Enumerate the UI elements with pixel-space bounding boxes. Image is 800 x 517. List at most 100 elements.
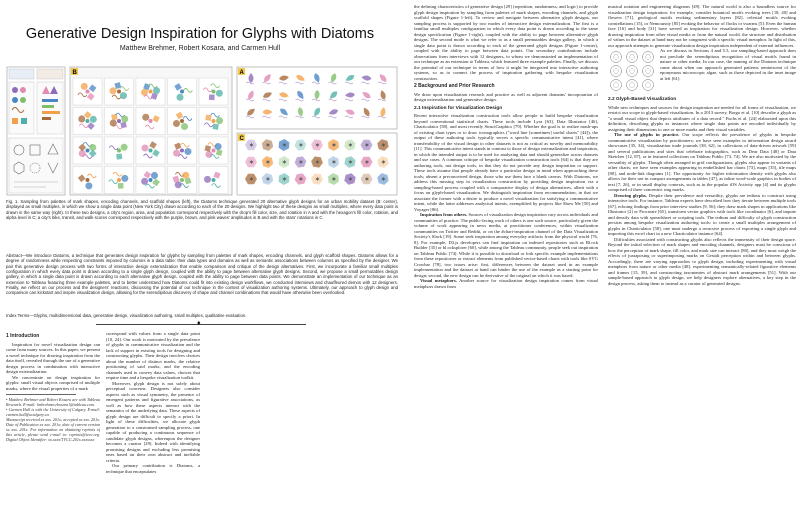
glyph-mark [211, 148, 216, 153]
glyph-mark [183, 88, 193, 93]
paragraph: the defining characteristics of generati… [414, 4, 598, 81]
drop-glyph [362, 92, 371, 99]
footnote: • Matthew Brehmer and Robert Kosara are … [6, 397, 100, 407]
hexagon-glyph [344, 156, 356, 168]
paragraph: correspond with values from a single dat… [106, 331, 200, 380]
wave-mark [344, 81, 354, 85]
glyph-mark [211, 178, 216, 182]
wave-mark [377, 81, 387, 85]
wave-mark [295, 81, 304, 85]
glyph-mark [211, 119, 216, 123]
figure-caption: Fig. 1. Sampling from palettes of mark s… [6, 199, 398, 221]
wave-mark [245, 98, 255, 102]
glyph-mark [180, 142, 190, 148]
glyph-mark [210, 112, 220, 118]
hexagon-glyph [294, 156, 307, 168]
star-mark: ✶ [364, 176, 370, 184]
hexagon-glyph [344, 139, 356, 151]
diatom-shape [610, 65, 622, 77]
column-1: 1 Introduction Inspiration for novel vis… [6, 331, 100, 515]
drop-glyph [345, 92, 355, 98]
paragraph: musical notation and engineering diagram… [608, 4, 796, 48]
paragraph-text: Sources of visualization design inspirat… [414, 212, 598, 278]
glyph-mark [203, 175, 212, 183]
star-mark: ✶ [348, 176, 354, 184]
glyph-mark [213, 171, 221, 179]
glyph-mark [202, 87, 213, 93]
drop-glyph [248, 73, 254, 83]
glyph-mark [85, 148, 90, 153]
glyph-mark [87, 173, 97, 179]
glyph-mark [149, 141, 157, 149]
paper-authors: Matthew Brehmer, Robert Kosara, and Carm… [119, 45, 281, 52]
drop-glyph [380, 107, 386, 117]
glyph-mark [89, 115, 97, 123]
drop-glyph [380, 90, 386, 100]
hexagon-glyph [245, 139, 257, 151]
drop-glyph [247, 108, 255, 116]
drop-glyph [279, 75, 289, 81]
glyph-mark [117, 89, 121, 94]
star-mark: ✶ [298, 159, 304, 167]
glyph-mark [184, 148, 192, 156]
diatom-shape [645, 68, 651, 74]
star-mark: ✶ [381, 142, 387, 150]
glyph-mark [114, 82, 122, 89]
glyph-mark [180, 178, 184, 182]
wave-mark [344, 98, 354, 102]
star-mark: ✶ [265, 142, 271, 150]
star-mark: ✶ [331, 142, 337, 150]
gallery-cell [135, 166, 166, 194]
glyph-mark [152, 87, 161, 95]
hexagon-glyph [311, 173, 323, 185]
paragraph-text: As we discuss in Sections 4 and 5.5, our… [660, 48, 796, 81]
glyph-mark [215, 89, 223, 97]
wave-mark [311, 98, 321, 102]
glyph-mark [182, 171, 190, 179]
paragraph-text: Despite their prevalence and versatility… [608, 192, 796, 237]
wave-mark [295, 115, 304, 119]
star-mark: ✶ [364, 159, 370, 167]
glyph-mark [111, 94, 122, 100]
glyph-mark [175, 111, 184, 120]
drop-glyph [297, 90, 304, 100]
glyph-mark [152, 149, 160, 157]
glyph-mark [182, 116, 193, 121]
glyph-mark [184, 177, 192, 185]
column-2: correspond with values from a single dat… [106, 331, 200, 515]
drop-glyph [314, 90, 320, 100]
glyph-mark [121, 174, 129, 182]
diatom-shape [610, 51, 622, 63]
star-mark: ✶ [265, 176, 271, 184]
gallery-cell [198, 136, 229, 165]
glyph-mark [172, 175, 180, 183]
star-mark: ✶ [381, 176, 387, 184]
diatom-shape [610, 79, 622, 91]
star-mark: ✶ [331, 176, 337, 184]
glyph-mark [85, 182, 93, 190]
glyph-mark [204, 145, 212, 152]
glyph-mark [87, 122, 95, 130]
glyph-mark [180, 148, 184, 153]
hexagon-glyph [294, 173, 307, 185]
hexagon-glyph [377, 156, 389, 168]
drop-glyph [379, 74, 387, 82]
glyph-mark [150, 171, 159, 179]
glyph-mark [178, 154, 188, 159]
drop-glyph [345, 109, 355, 115]
glyph-mark [209, 154, 220, 159]
glyph-mark [174, 181, 182, 189]
diatom-shape [642, 79, 654, 91]
hexagon-glyph [328, 139, 339, 151]
paper-title: Generative Design Inspiration for Glyphs… [25, 26, 375, 42]
small-multiples-a [236, 66, 398, 130]
wave-mark [361, 115, 370, 119]
wave-mark [245, 115, 255, 119]
hexagon-glyph [360, 156, 373, 168]
run-in-heading: Inspiration from others. [420, 212, 468, 217]
wave-mark [311, 81, 321, 85]
footnote: Manuscript received xx xxx. 201x; accept… [6, 417, 100, 442]
column-3: the defining characteristics of generati… [414, 4, 598, 515]
wave-mark [262, 81, 271, 85]
drop-glyph [264, 74, 271, 82]
